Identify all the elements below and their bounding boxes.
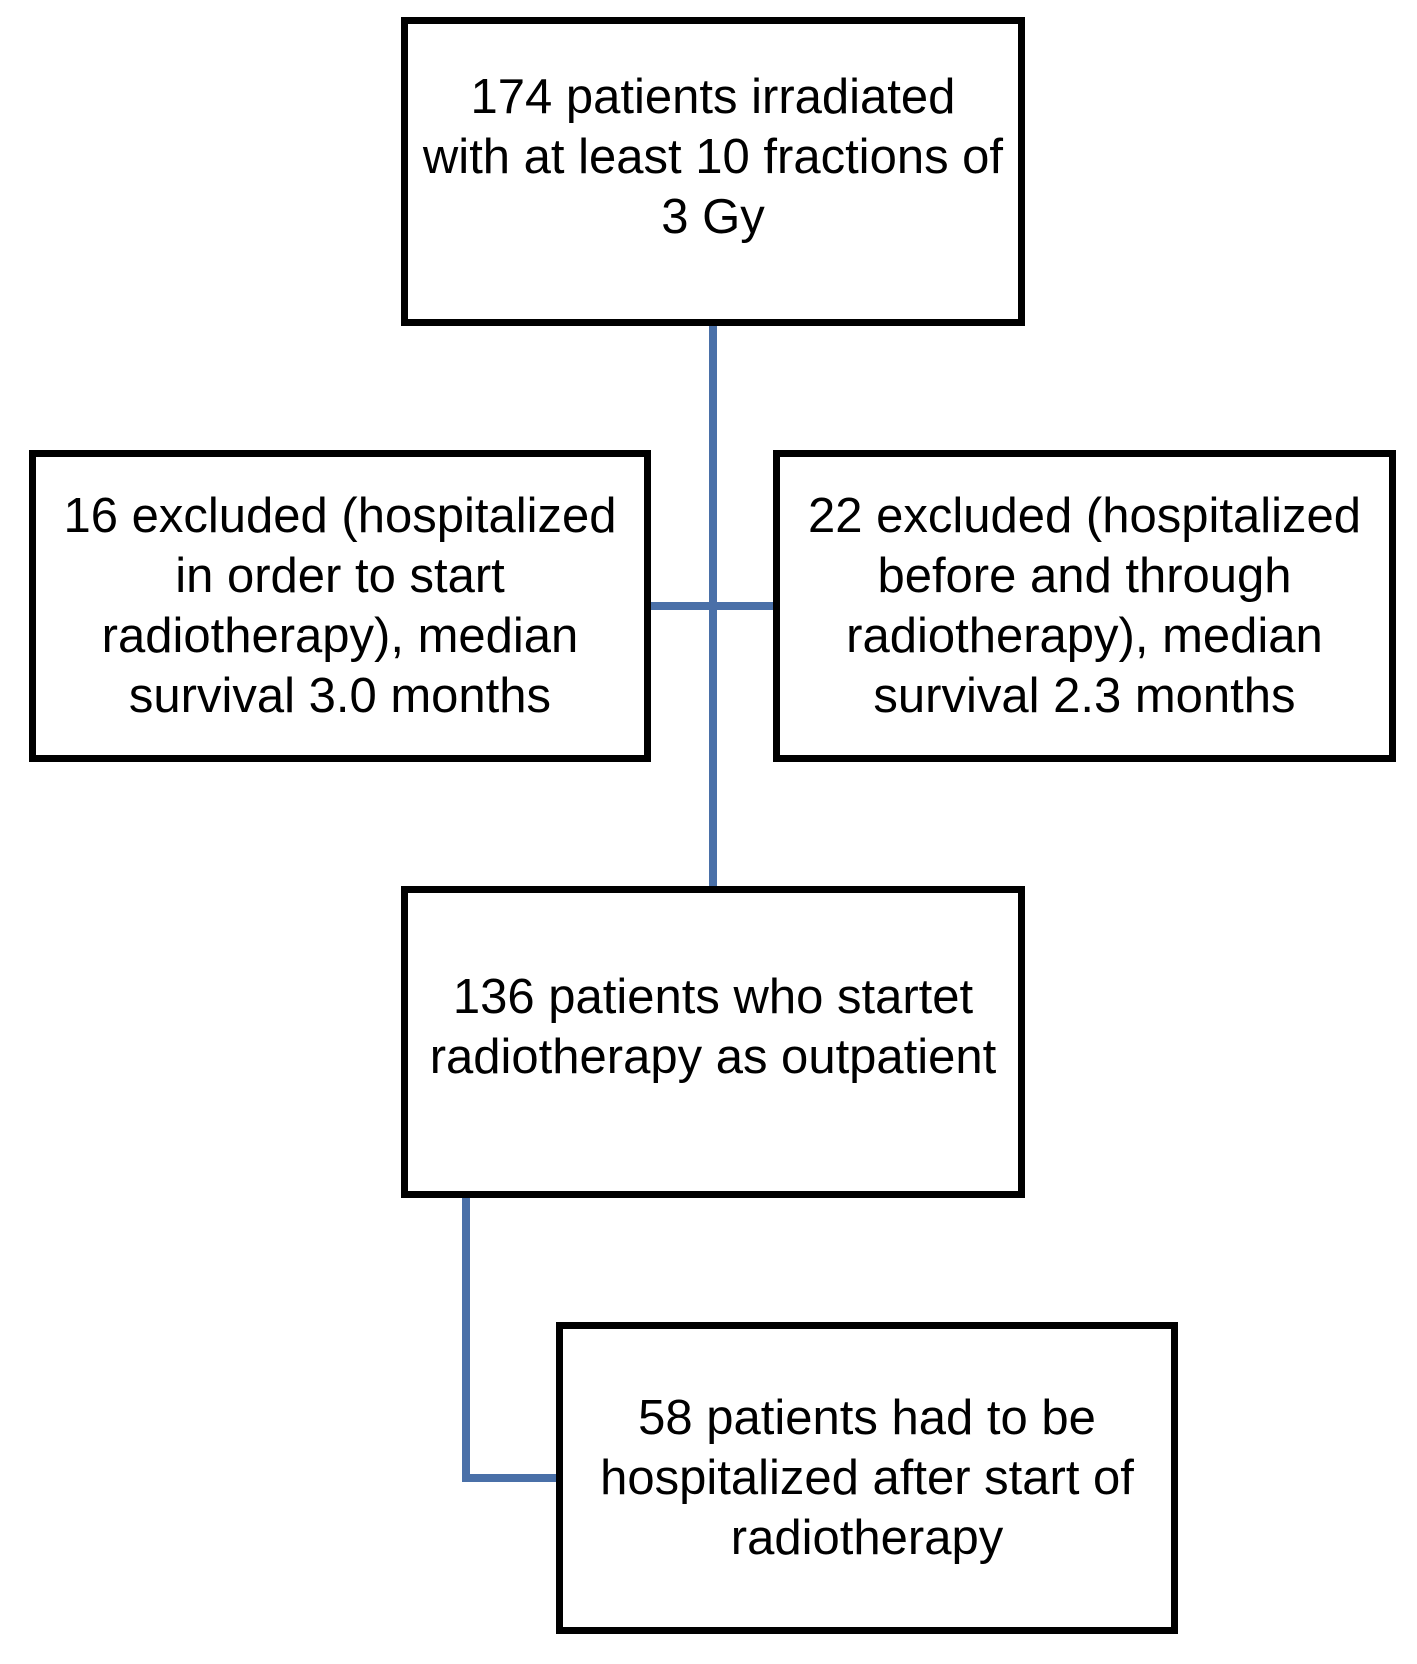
outpatient-box: 136 patients who startet radiotherapy as… — [401, 886, 1025, 1198]
excluded-right-box: 22 excluded (hospitalized before and thr… — [773, 450, 1396, 762]
total-patients-box: 174 patients irradiated with at least 10… — [401, 17, 1025, 326]
excluded-left-text: 16 excluded (hospitalized in order to st… — [63, 489, 617, 723]
excluded-left-box: 16 excluded (hospitalized in order to st… — [29, 450, 651, 762]
hospitalized-after-text: 58 patients had to be hospitalized after… — [600, 1391, 1134, 1565]
total-patients-text: 174 patients irradiated with at least 10… — [422, 69, 1004, 244]
excluded-right-text: 22 excluded (hospitalized before and thr… — [808, 489, 1361, 723]
hospitalized-after-box: 58 patients had to be hospitalized after… — [556, 1322, 1178, 1634]
outpatient-text: 136 patients who startet radiotherapy as… — [429, 970, 997, 1084]
